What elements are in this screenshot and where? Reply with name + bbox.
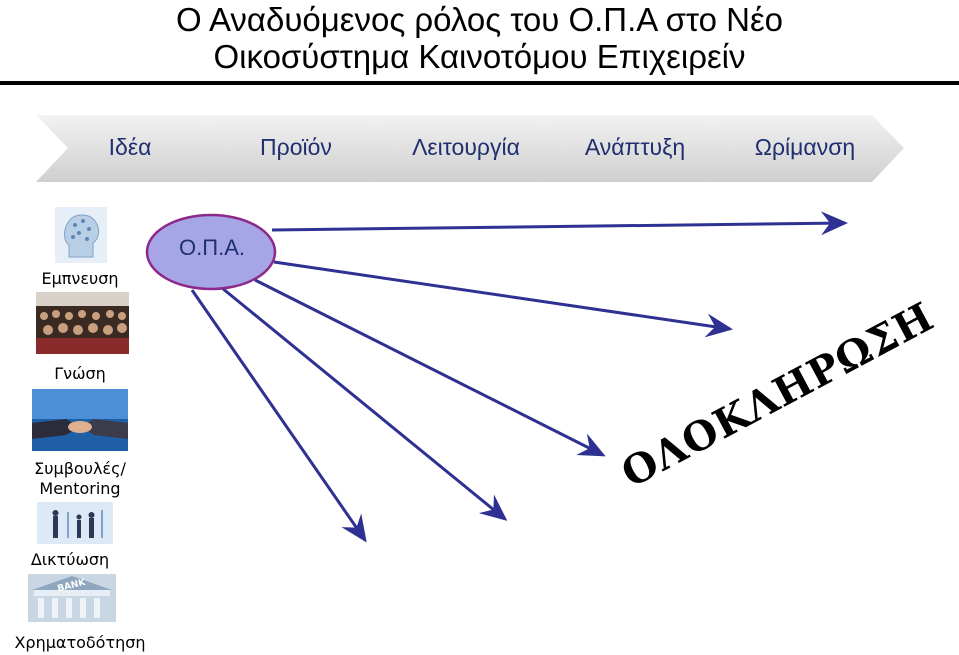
service-label-inspiration: Εμπνευση [41,269,119,288]
arrow-to-idea [190,289,367,543]
slide-title-line-2: Οικοσύστημα Καινοτόμου Επιχειρείν [213,38,746,75]
bank-building-photo-icon: BANK [28,574,116,622]
service-label-mentoring-text: Συμβουλές/ Mentoring [34,459,126,498]
service-label-financing: Χρηματοδότηση [14,633,146,652]
title-divider [0,81,959,85]
stage-label-growth: Ανάπτυξη [584,134,686,160]
arrow-to-growth [273,260,733,338]
stage-label-maturity: Ωρίμανση [754,134,856,160]
head-silhouette-icon [55,207,107,263]
arrow-to-operation [254,278,606,457]
stage-label-operation: Λειτουργία [412,134,520,160]
arrow-to-maturity [271,211,848,236]
service-label-knowledge: Γνώση [54,364,106,383]
hub-label: Ο.Π.Α. [178,235,245,260]
handshake-photo-icon [32,389,128,451]
slide-title-line-1: Ο Αναδυόμενος ρόλος του Ο.Π.Α στο Νέο [175,1,784,38]
stage-label-product: Προϊόν [260,134,332,160]
service-label-mentoring: Συμβουλές/ Mentoring [20,459,140,499]
stage-label-idea: Ιδέα [108,134,152,160]
arrow-to-product [221,286,508,521]
business-people-photo-icon [37,502,113,544]
chevron-growth [536,115,736,182]
hub-arrows [190,211,848,543]
process-chevrons [36,115,904,182]
chevron-maturity [704,115,904,182]
hub-ellipse [145,213,277,291]
service-label-networking: Δικτύωση [30,550,110,569]
chevron-operation [368,115,568,182]
chevron-idea [36,115,232,182]
chevron-product [200,115,400,182]
audience-photo-icon [36,292,129,354]
